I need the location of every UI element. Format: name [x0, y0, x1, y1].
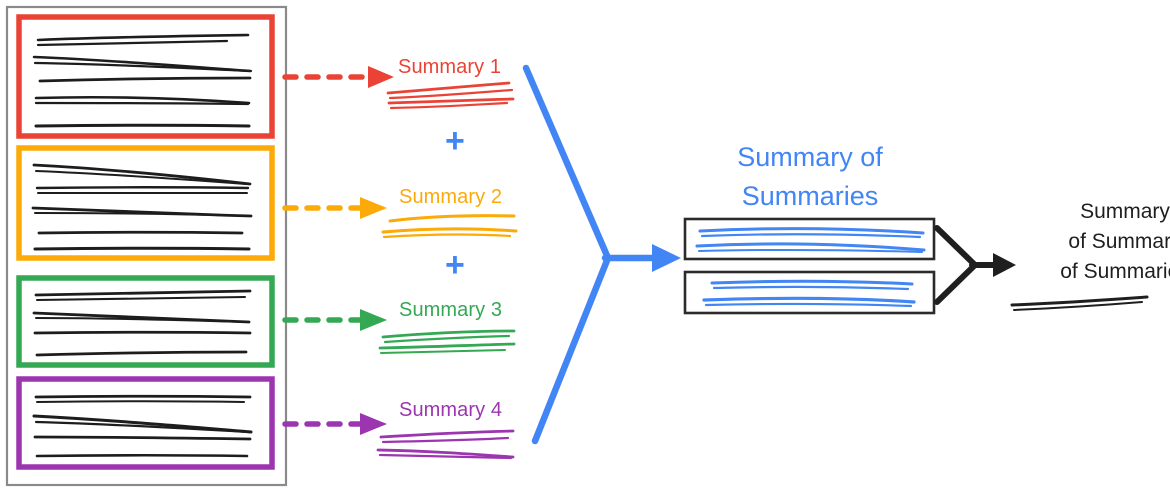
- document-group-3-scribbles: [32, 289, 252, 357]
- sos-box-1-scribbles: [695, 227, 926, 253]
- document-group-1[interactable]: [16, 14, 275, 139]
- document-group-3[interactable]: [16, 275, 275, 368]
- plus-operator-1: +: [445, 122, 465, 160]
- black-converging-arrow: [934, 225, 1016, 305]
- summary-1-label: Summary 1: [398, 56, 502, 78]
- document-group-1-scribbles: [32, 33, 253, 128]
- final-output-scribbles: [1010, 295, 1149, 311]
- document-group-2-box: [16, 145, 275, 261]
- dashed-arrow-3: [282, 309, 387, 331]
- summary-of-summaries-title-line1: Summary of: [737, 142, 883, 172]
- summary-3-label: Summary 3: [399, 299, 503, 321]
- document-group-2[interactable]: [16, 145, 275, 261]
- dashed-arrow-2: [282, 197, 387, 219]
- summary-2-scribbles: [381, 214, 518, 239]
- summary-2-label: Summary 2: [399, 186, 503, 208]
- plus-operator-2: +: [445, 246, 465, 284]
- summary-1-scribbles: [386, 81, 515, 110]
- document-group-4[interactable]: [16, 376, 275, 470]
- summary-4-label: Summary 4: [399, 399, 503, 421]
- dashed-arrow-1: [282, 66, 394, 88]
- summary-4-scribbles: [376, 429, 515, 460]
- final-output-line3: of Summaries: [1060, 260, 1170, 283]
- document-group-4-scribbles: [32, 394, 253, 458]
- document-collection-frame: [5, 5, 288, 487]
- final-output-line2: of Summary: [1068, 230, 1170, 253]
- final-output-line1: Summary: [1080, 200, 1170, 223]
- summary-3-scribbles: [378, 329, 516, 354]
- blue-converging-arrow: [522, 64, 681, 445]
- summary-of-summaries-box-2[interactable]: [683, 270, 936, 315]
- dashed-arrow-4: [282, 413, 387, 435]
- sos-box-2-scribbles: [702, 279, 916, 308]
- summary-of-summaries-title-line2: Summaries: [741, 181, 879, 211]
- summary-of-summaries-box-1[interactable]: [683, 217, 936, 261]
- document-group-2-scribbles: [31, 163, 253, 251]
